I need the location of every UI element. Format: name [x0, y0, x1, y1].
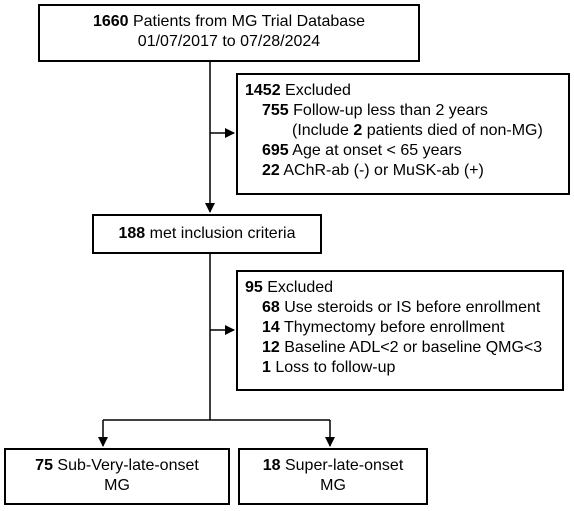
exclusion-item: 68 Use steroids or IS before enrollment	[262, 299, 541, 316]
excluded-box-2: 95 Excluded 68 Use steroids or IS before…	[236, 270, 564, 391]
date-range: 01/07/2017 to 07/28/2024	[137, 33, 321, 50]
included-label: met inclusion criteria	[145, 225, 296, 242]
excluded-1-label: Excluded	[280, 82, 351, 99]
group-count: 18	[262, 457, 281, 474]
exclusion-item: 12 Baseline ADL<2 or baseline QMG<3	[262, 339, 543, 356]
exclusion-item: 14 Thymectomy before enrollment	[262, 319, 505, 336]
group-label-line2: MG	[104, 477, 130, 494]
exclusion-item: 695 Age at onset < 65 years	[262, 142, 462, 159]
excluded-2-label: Excluded	[262, 279, 334, 296]
exclusion-item: 22 AChR-ab (-) or MuSK-ab (+)	[262, 162, 484, 179]
total-count: 1660	[92, 13, 129, 30]
group-label: Super-late-onset	[280, 457, 404, 474]
excluded-2-count: 95	[245, 279, 263, 296]
group-label: Sub-Very-late-onset	[52, 457, 199, 474]
included-count: 188	[118, 225, 146, 242]
group-label-line2: MG	[320, 477, 346, 494]
group-box-super-late-onset: 18 Super-late-onset MG	[238, 448, 428, 505]
exclusion-item: 1 Loss to follow-up	[262, 359, 396, 376]
excluded-box-1: 1452 Excluded 755 Follow-up less than 2 …	[236, 73, 570, 195]
group-count: 75	[35, 457, 53, 474]
excluded-1-count: 1452	[245, 82, 281, 99]
exclusion-item: 755 Follow-up less than 2 years	[262, 102, 488, 119]
total-patients-box: 1660 Patients from MG Trial Database 01/…	[38, 4, 420, 62]
inclusion-box: 188 met inclusion criteria	[92, 214, 322, 254]
group-box-sub-very-late-onset: 75 Sub-Very-late-onset MG	[4, 448, 230, 505]
total-label: Patients from MG Trial Database	[128, 13, 366, 30]
exclusion-note: (Include 2 patients died of non-MG)	[292, 122, 543, 139]
